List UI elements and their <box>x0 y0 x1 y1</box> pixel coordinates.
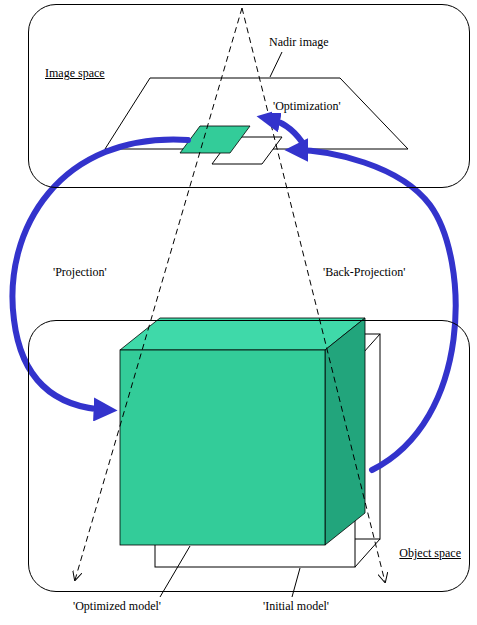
optimized-model <box>120 318 365 545</box>
annotation-label: 'Back-Projection' <box>322 266 406 279</box>
space-title: Object space <box>399 547 461 560</box>
annotation-label: 'Optimization' <box>272 100 342 113</box>
space-panel: Image space <box>28 4 470 188</box>
space-title: Image space <box>45 67 105 80</box>
annotation-label: 'Optimized model' <box>72 600 162 613</box>
annotation-label: 'Initial model' <box>262 600 330 613</box>
nadir-ray <box>75 8 385 582</box>
space-panel: Object space <box>28 320 470 592</box>
annotation-label: Nadir image <box>268 36 330 49</box>
annotation-label: 'Projection' <box>52 266 108 279</box>
leader-line <box>160 52 300 597</box>
process-arrow <box>12 118 455 470</box>
